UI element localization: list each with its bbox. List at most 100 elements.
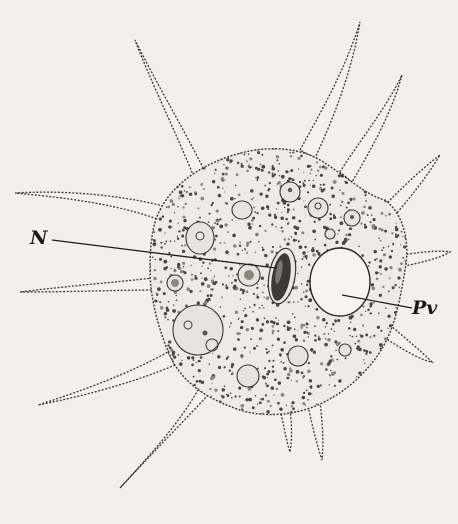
- granule: [354, 343, 356, 345]
- granule: [305, 305, 307, 307]
- granule: [287, 373, 290, 376]
- granule: [283, 238, 286, 241]
- granule: [214, 276, 215, 277]
- granule: [369, 302, 372, 305]
- granule: [383, 253, 386, 256]
- granule: [287, 204, 290, 207]
- granule: [356, 376, 357, 377]
- granule: [256, 318, 259, 321]
- granule: [301, 258, 303, 260]
- granule: [313, 351, 316, 354]
- granule: [263, 285, 264, 286]
- granule: [259, 225, 261, 227]
- granule: [283, 367, 286, 370]
- granule: [204, 277, 208, 281]
- granule: [248, 398, 252, 402]
- granule: [320, 362, 323, 365]
- granule: [325, 368, 328, 371]
- granule: [302, 182, 304, 184]
- granule: [207, 294, 210, 297]
- granule: [182, 229, 185, 232]
- granule: [385, 215, 387, 217]
- granule: [312, 253, 315, 256]
- granule: [340, 205, 342, 207]
- granule: [166, 206, 168, 208]
- granule: [330, 355, 332, 357]
- granule: [236, 173, 239, 176]
- granule: [292, 313, 294, 315]
- granule: [244, 248, 247, 251]
- granule: [274, 378, 277, 381]
- granule: [193, 384, 195, 386]
- granule: [257, 284, 258, 285]
- granule: [233, 285, 236, 288]
- granule: [259, 307, 261, 309]
- granule: [300, 298, 302, 300]
- granule: [376, 258, 378, 260]
- granule: [249, 306, 251, 308]
- granule: [257, 212, 259, 214]
- granule: [271, 165, 273, 167]
- granule: [327, 338, 331, 342]
- granule: [286, 405, 287, 406]
- granule: [153, 242, 157, 246]
- granule: [219, 218, 221, 220]
- vacuole-1: [186, 222, 214, 254]
- granule: [389, 266, 392, 269]
- granule: [235, 311, 238, 314]
- granule: [331, 328, 333, 330]
- granule: [325, 338, 326, 339]
- granule: [305, 295, 308, 298]
- granule: [360, 335, 363, 338]
- granule: [327, 362, 330, 365]
- granule: [168, 301, 169, 302]
- granule: [212, 376, 215, 379]
- granule: [184, 244, 186, 246]
- granule: [208, 363, 210, 365]
- granule: [177, 235, 178, 236]
- granule: [176, 299, 178, 301]
- granule: [297, 157, 300, 160]
- granule: [364, 363, 366, 365]
- granule: [337, 233, 338, 234]
- granule: [384, 230, 387, 233]
- granule: [365, 200, 367, 202]
- granule: [329, 213, 331, 215]
- granule: [198, 360, 201, 363]
- granule: [242, 250, 243, 251]
- granule: [353, 328, 356, 331]
- granule: [264, 185, 266, 187]
- granule: [173, 304, 175, 306]
- granule: [212, 180, 215, 183]
- granule: [280, 227, 282, 229]
- granule: [211, 203, 213, 205]
- granule: [193, 359, 195, 361]
- granule: [283, 325, 285, 327]
- granule: [236, 332, 239, 335]
- granule: [255, 252, 257, 254]
- granule: [299, 181, 301, 183]
- granule: [223, 164, 224, 165]
- granule: [227, 231, 229, 233]
- granule: [208, 221, 210, 223]
- granule: [264, 318, 266, 320]
- granule: [331, 187, 334, 190]
- granule: [288, 238, 290, 240]
- granule: [222, 396, 225, 399]
- granule: [195, 193, 197, 195]
- granule: [383, 247, 385, 249]
- granule: [199, 217, 201, 219]
- granule: [220, 306, 222, 308]
- granule: [251, 198, 253, 200]
- granule: [217, 162, 218, 163]
- granule: [269, 182, 271, 184]
- granule: [266, 351, 268, 353]
- granule: [374, 259, 376, 261]
- granule: [379, 295, 380, 296]
- granule: [209, 262, 212, 265]
- vacuole-8: [173, 305, 223, 355]
- granule: [399, 287, 400, 288]
- granule: [367, 214, 369, 216]
- granule: [287, 328, 290, 331]
- granule: [263, 296, 264, 297]
